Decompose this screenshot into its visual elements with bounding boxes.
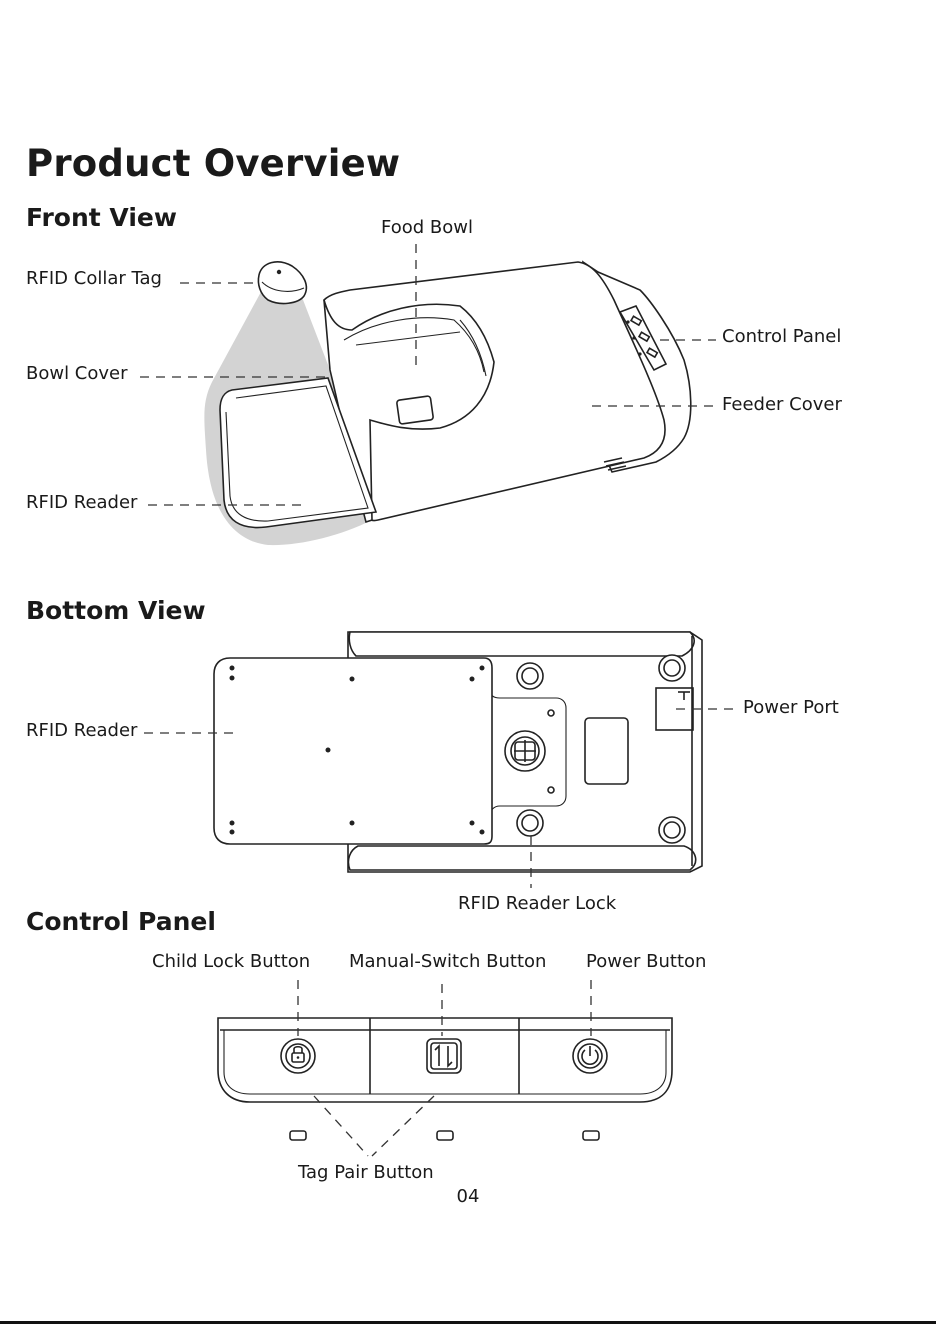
- tag-pair-led-left: [290, 1131, 306, 1140]
- manual-switch-button[interactable]: [427, 1039, 461, 1073]
- bottom-view-illustration: [144, 632, 738, 888]
- power-button[interactable]: [573, 1039, 607, 1073]
- child-lock-button[interactable]: [281, 1039, 315, 1073]
- rfid-reader-lock-knob[interactable]: [505, 731, 545, 771]
- tag-pair-led-right: [583, 1131, 599, 1140]
- control-panel-illustration: [218, 980, 672, 1156]
- rfid-collar-tag-icon: [258, 262, 306, 304]
- front-view-illustration: [140, 244, 716, 545]
- tag-pair-led-center: [437, 1131, 453, 1140]
- rfid-reader-bottom-plate: [214, 658, 492, 844]
